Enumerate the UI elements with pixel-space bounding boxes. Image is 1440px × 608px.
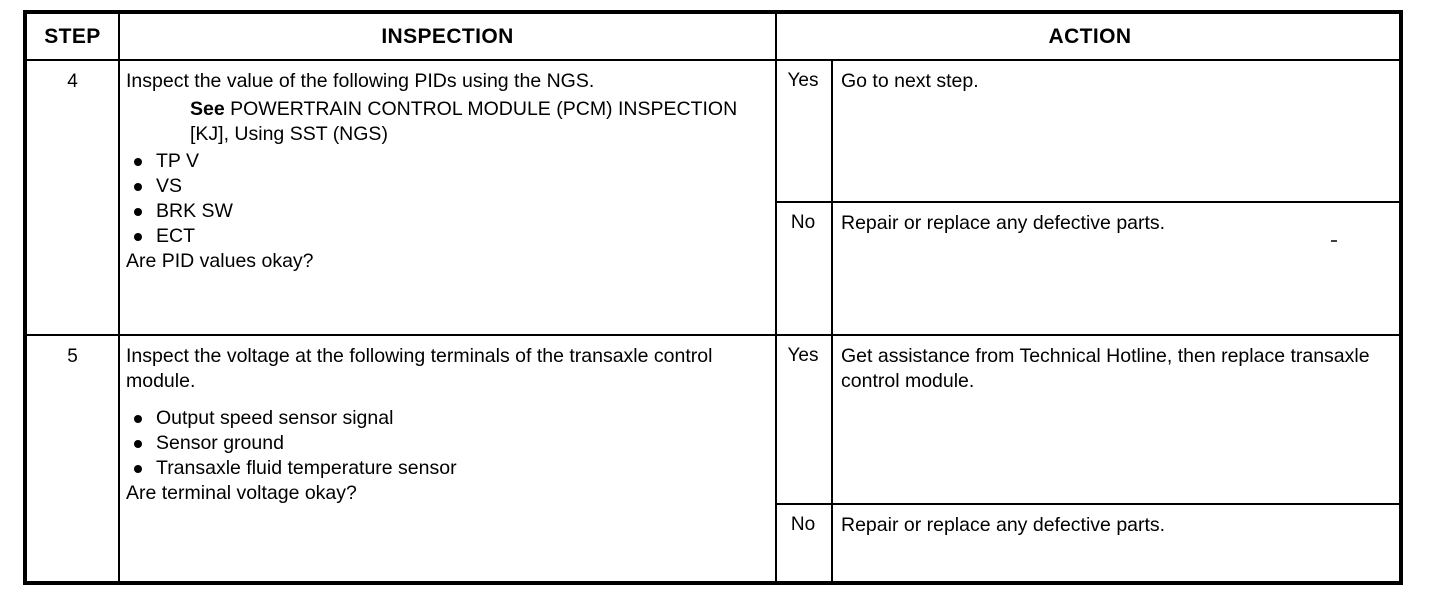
bullet-icon bbox=[134, 158, 142, 166]
list-item: VS bbox=[126, 174, 765, 199]
action-text-no: Repair or replace any defective parts. bbox=[841, 514, 1166, 536]
action-text-yes: Go to next step. bbox=[841, 70, 979, 92]
bullet-icon bbox=[134, 440, 142, 448]
column-header-action: ACTION bbox=[1048, 24, 1132, 48]
list-item-label: Output speed sensor signal bbox=[156, 407, 394, 429]
scan-artifact bbox=[1331, 240, 1337, 242]
list-item-label: Transaxle fluid temperature sensor bbox=[156, 457, 457, 479]
inspection-bullet-list: TP V VS BRK SW ECT bbox=[126, 149, 765, 249]
table-row: 5 Inspect the voltage at the following t… bbox=[27, 336, 1399, 585]
list-item: ECT bbox=[126, 224, 765, 249]
troubleshooting-table: STEP INSPECTION ACTION 4 Inspect the val… bbox=[23, 10, 1403, 585]
inspection-lead-text: Inspect the voltage at the following ter… bbox=[126, 345, 713, 392]
table-row: 4 Inspect the value of the following PID… bbox=[27, 61, 1399, 334]
inspection-question: Are terminal voltage okay? bbox=[126, 482, 357, 504]
list-item: Sensor ground bbox=[126, 431, 765, 456]
header-bottom-rule bbox=[27, 59, 1399, 61]
list-item-label: Sensor ground bbox=[156, 432, 284, 454]
list-item: Output speed sensor signal bbox=[126, 406, 765, 431]
action-text-yes: Get assistance from Technical Hotline, t… bbox=[841, 345, 1370, 392]
result-divider bbox=[775, 503, 1399, 505]
bullet-icon bbox=[134, 183, 142, 191]
column-divider-result-action bbox=[831, 336, 833, 585]
result-label-no: No bbox=[790, 212, 816, 233]
step-number: 5 bbox=[67, 346, 78, 367]
inspection-reference: See POWERTRAIN CONTROL MODULE (PCM) INSP… bbox=[126, 97, 765, 147]
table-header-row: STEP INSPECTION ACTION bbox=[27, 14, 1399, 59]
inspection-cell: Inspect the voltage at the following ter… bbox=[120, 336, 775, 506]
see-label: See bbox=[190, 98, 225, 120]
bullet-icon bbox=[134, 208, 142, 216]
column-divider-result-action bbox=[831, 61, 833, 334]
list-item: BRK SW bbox=[126, 199, 765, 224]
action-text-no: Repair or replace any defective parts. bbox=[841, 212, 1166, 234]
bullet-icon bbox=[134, 233, 142, 241]
inspection-bullet-list: Output speed sensor signal Sensor ground… bbox=[126, 406, 765, 481]
inspection-lead-text: Inspect the value of the following PIDs … bbox=[126, 70, 595, 92]
inspection-question: Are PID values okay? bbox=[126, 250, 314, 272]
inspection-cell: Inspect the value of the following PIDs … bbox=[120, 61, 775, 274]
list-item: TP V bbox=[126, 149, 765, 174]
bullet-icon bbox=[134, 465, 142, 473]
spacer bbox=[126, 394, 765, 406]
result-label-no: No bbox=[790, 514, 816, 535]
result-label-yes: Yes bbox=[787, 345, 819, 366]
column-header-inspection: INSPECTION bbox=[381, 24, 514, 48]
step-number: 4 bbox=[67, 71, 78, 92]
row-divider bbox=[27, 334, 1399, 336]
column-divider-inspection-action bbox=[775, 14, 777, 581]
column-divider-step bbox=[118, 14, 120, 581]
result-divider bbox=[775, 201, 1399, 203]
list-item-label: ECT bbox=[156, 225, 195, 247]
list-item-label: TP V bbox=[156, 150, 199, 172]
list-item-label: VS bbox=[156, 175, 183, 197]
column-header-step: STEP bbox=[44, 24, 101, 48]
reference-text: POWERTRAIN CONTROL MODULE (PCM) INSPECTI… bbox=[190, 98, 738, 145]
result-label-yes: Yes bbox=[787, 70, 819, 91]
bullet-icon bbox=[134, 415, 142, 423]
list-item-label: BRK SW bbox=[156, 200, 233, 222]
list-item: Transaxle fluid temperature sensor bbox=[126, 456, 765, 481]
